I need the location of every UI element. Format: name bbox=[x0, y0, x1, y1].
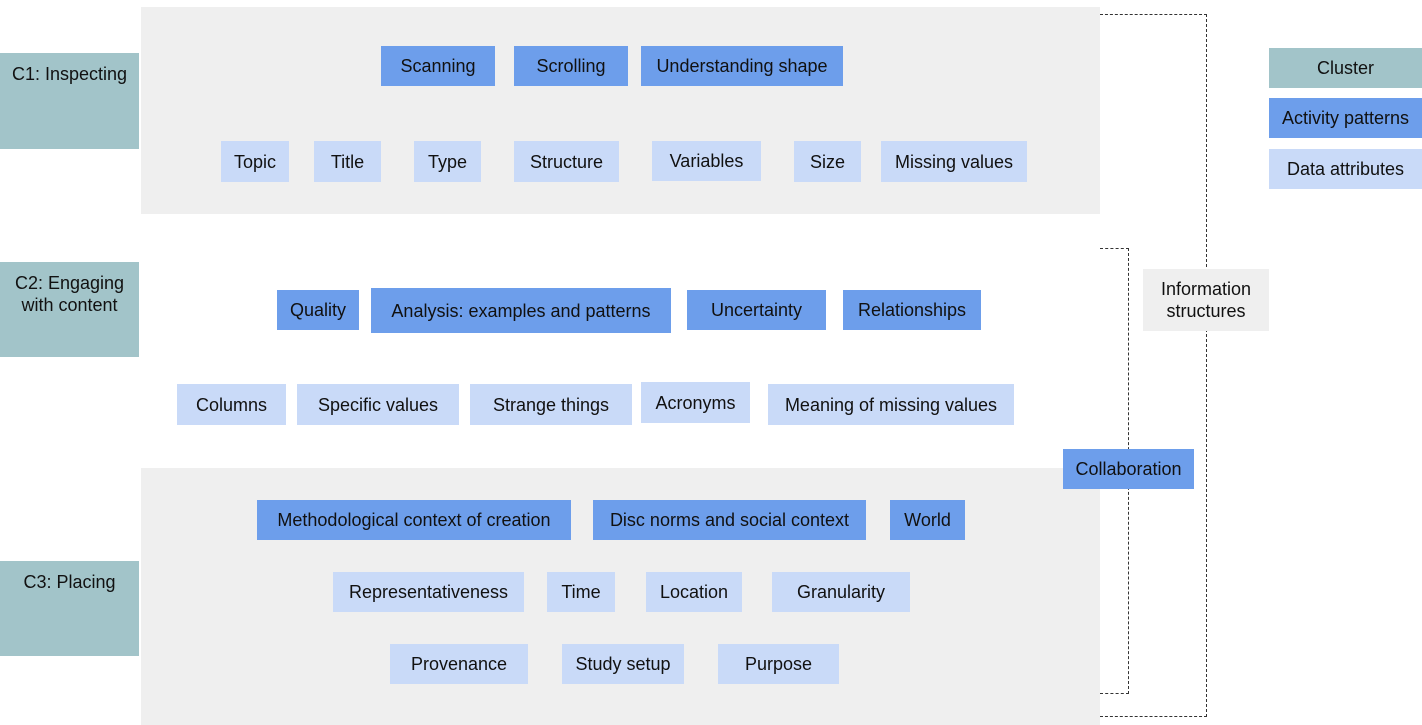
legend-data-attributes: Data attributes bbox=[1269, 149, 1422, 189]
attribute-study-setup: Study setup bbox=[562, 644, 684, 684]
attribute-granularity: Granularity bbox=[772, 572, 910, 612]
activity-quality: Quality bbox=[277, 290, 359, 330]
attribute-missing-values: Missing values bbox=[881, 141, 1027, 182]
legend-activity-patterns: Activity patterns bbox=[1269, 98, 1422, 138]
activity-world: World bbox=[890, 500, 965, 540]
attribute-type: Type bbox=[414, 141, 481, 182]
attribute-location: Location bbox=[646, 572, 742, 612]
cluster-label-c2: C2: Engaging with content bbox=[0, 262, 139, 357]
cluster-c1-band bbox=[141, 7, 1100, 214]
legend-cluster: Cluster bbox=[1269, 48, 1422, 88]
attribute-size: Size bbox=[794, 141, 861, 182]
activity-scrolling: Scrolling bbox=[514, 46, 628, 86]
information-structures-bracket bbox=[1100, 14, 1207, 717]
activity-uncertainty: Uncertainty bbox=[687, 290, 826, 330]
attribute-specific-values: Specific values bbox=[297, 384, 459, 425]
cluster-label-c1: C1: Inspecting bbox=[0, 53, 139, 149]
cluster-label-c3: C3: Placing bbox=[0, 561, 139, 656]
attribute-topic: Topic bbox=[221, 141, 289, 182]
attribute-meaning-of-missing-values: Meaning of missing values bbox=[768, 384, 1014, 425]
activity-analysis-examples-patterns: Analysis: examples and patterns bbox=[371, 288, 671, 333]
attribute-columns: Columns bbox=[177, 384, 286, 425]
activity-understanding-shape: Understanding shape bbox=[641, 46, 843, 86]
activity-collaboration: Collaboration bbox=[1063, 449, 1194, 489]
attribute-title: Title bbox=[314, 141, 381, 182]
activity-relationships: Relationships bbox=[843, 290, 981, 330]
attribute-strange-things: Strange things bbox=[470, 384, 632, 425]
attribute-time: Time bbox=[547, 572, 615, 612]
attribute-representativeness: Representativeness bbox=[333, 572, 524, 612]
attribute-structure: Structure bbox=[514, 141, 619, 182]
information-structures-label: Information structures bbox=[1143, 269, 1269, 331]
attribute-variables: Variables bbox=[652, 141, 761, 181]
activity-disc-norms-social-context: Disc norms and social context bbox=[593, 500, 866, 540]
activity-methodological-context: Methodological context of creation bbox=[257, 500, 571, 540]
cluster-c2-band bbox=[141, 214, 1100, 468]
attribute-purpose: Purpose bbox=[718, 644, 839, 684]
activity-scanning: Scanning bbox=[381, 46, 495, 86]
attribute-acronyms: Acronyms bbox=[641, 382, 750, 423]
attribute-provenance: Provenance bbox=[390, 644, 528, 684]
